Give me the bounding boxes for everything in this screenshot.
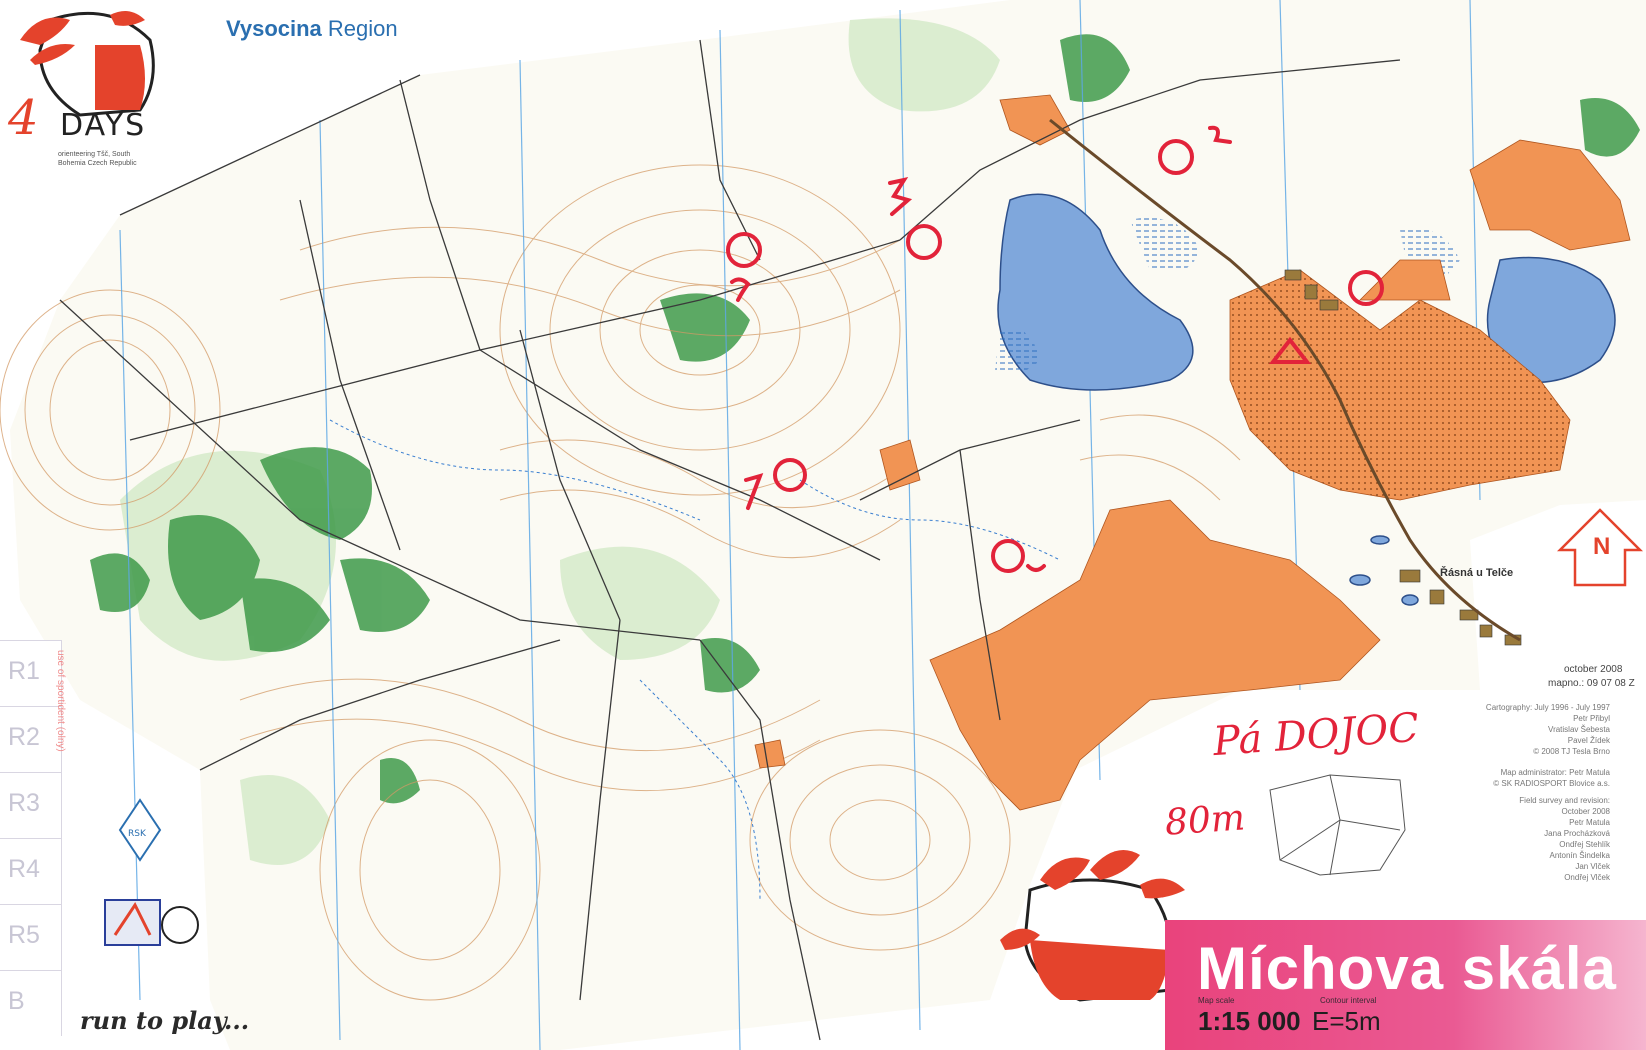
inset-overview-map	[1269, 774, 1406, 876]
tab-label: R4	[8, 855, 40, 883]
tab-label: R5	[8, 921, 40, 949]
map-credits: Cartography: July 1996 - July 1997 Petr …	[1460, 702, 1610, 883]
credit-line: Jana Procházková	[1544, 829, 1610, 838]
credit-line: © 2008 TJ Tesla Brno	[1533, 747, 1610, 756]
credit-line: Map administrator: Petr Matula	[1500, 768, 1610, 777]
settlement-buildings	[1284, 269, 1522, 646]
tab-label: B	[8, 987, 25, 1015]
tab-b[interactable]: B	[0, 970, 62, 1036]
tab-label: R3	[8, 789, 40, 817]
region-suffix: Region	[321, 16, 398, 41]
main-road	[1049, 118, 1521, 642]
credit-line: Petr Přibyl	[1573, 714, 1610, 723]
tab-label: R2	[8, 723, 40, 751]
marsh-areas	[995, 218, 1460, 374]
tab-r1[interactable]: R1	[0, 640, 62, 706]
open-land-dot-pattern	[1230, 270, 1570, 500]
map-title-band	[1165, 920, 1646, 1050]
contour-lines	[0, 164, 1241, 1001]
dense-forest-areas	[90, 34, 1640, 804]
credit-line: October 2008	[1561, 807, 1610, 816]
4days-logo-icon	[20, 11, 155, 117]
place-label: Řásná u Telče	[1440, 567, 1514, 579]
credit-line: Pavel Žídek	[1567, 736, 1610, 745]
credit-line: Jan Vlček	[1575, 862, 1610, 871]
tab-r2[interactable]: R2	[0, 706, 62, 772]
credit-line: Petr Matula	[1569, 818, 1610, 827]
region-name: Vysocina	[226, 16, 322, 41]
contour-interval: E=5m	[1312, 1006, 1381, 1036]
tab-r5[interactable]: R5	[0, 904, 62, 970]
credit-line: Cartography: July 1996 - July 1997	[1485, 703, 1610, 712]
region-logo: Vysocina Region	[226, 16, 398, 42]
brand-subline: orienteering Tšč, South Bohemia Czech Re…	[58, 151, 137, 167]
credit-line: Ondřej Vlček	[1564, 873, 1610, 882]
tab-r3[interactable]: R3	[0, 772, 62, 838]
map-code: mapno.: 09 07 08 Z	[1548, 678, 1635, 689]
ponds	[997, 193, 1616, 606]
scale-caption: Map scale	[1198, 996, 1235, 1005]
credit-line: Field survey and revision:	[1519, 796, 1610, 805]
map-date: october 2008	[1564, 664, 1623, 675]
north-arrow-icon	[1556, 508, 1644, 587]
streams	[329, 419, 1061, 901]
credit-line: Antonín Šindelka	[1549, 851, 1611, 860]
brand-numeral: 4	[8, 90, 39, 146]
north-label: N	[1593, 533, 1611, 560]
contour-caption: Contour interval	[1320, 996, 1377, 1005]
brand-word: DAYS	[60, 108, 147, 143]
tab-label: R1	[8, 657, 40, 685]
credit-line: Vratislav Šebesta	[1548, 725, 1610, 734]
svg-text:RSK: RSK	[128, 829, 147, 839]
handwritten-note: 80m	[1163, 797, 1247, 844]
tab-r4[interactable]: R4	[0, 838, 62, 904]
handwritten-marks	[726, 125, 1384, 573]
rsk-logo-icon: RSK	[118, 798, 162, 862]
map-scale: 1:15 000	[1198, 1006, 1301, 1036]
credit-line: © SK RADIOSPORT Blovice a.s.	[1493, 779, 1610, 788]
map-title-logo-icon	[1000, 850, 1185, 1002]
map-title: Míchova skála	[1197, 935, 1617, 1002]
slogan: run to play...	[80, 1006, 250, 1035]
club-logo-icon	[104, 899, 199, 946]
credit-line: Ondřej Stehlík	[1559, 840, 1610, 849]
side-note: use of sportident (olny)	[55, 650, 66, 752]
